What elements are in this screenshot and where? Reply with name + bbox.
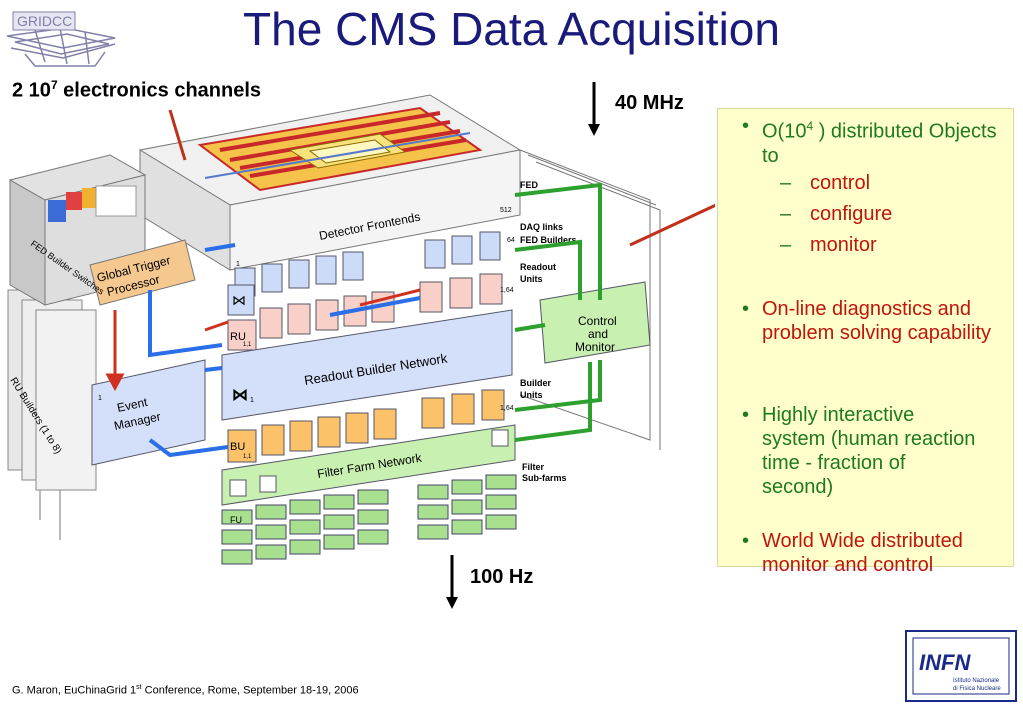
svg-text:FED: FED [520,180,539,190]
footer-citation: G. Maron, EuChinaGrid 1st Conference, Ro… [12,684,359,697]
control-wires [514,182,602,442]
svg-text:DAQ links: DAQ links [520,222,563,232]
fu-label: FU [230,515,242,525]
event-manager-block: Event Manager 1 [91,359,206,466]
panel-pointer [629,203,715,247]
svg-text:1: 1 [250,397,254,404]
svg-text:Units: Units [520,274,543,284]
svg-text:Readout: Readout [520,262,556,272]
sub-bullet-control: –control [780,172,871,194]
svg-text:⋈: ⋈ [232,292,246,308]
global-trigger-block: Global Trigger Processor FED Builder Swi… [8,154,196,306]
infn-logo: INFN Istituto Nazionale di Fisica Nuclea… [905,630,1017,702]
infn-logo-text: INFN [919,650,971,675]
svg-text:Sub-farms: Sub-farms [522,473,567,483]
filter-farm-network: Filter Farm Network [221,424,516,506]
svg-text:FED Builders: FED Builders [520,235,577,245]
svg-text:1,64: 1,64 [500,405,514,412]
detector-frontends-block: Detector Frontends 512 1 [138,94,522,271]
down-arrow-icon [446,555,458,609]
bullet-interactive: •Highly interactive system (human reacti… [742,404,976,498]
rate-in-label: 40 MHz [615,92,684,114]
trigger-wires [105,288,421,392]
daq-diagram: Detector Frontends 512 1 Global Trigger … [7,94,715,565]
ru-builder-panels [7,289,97,491]
channels-label: 2 107 electronics channels [12,78,262,102]
bu-label: BU [230,441,245,453]
svg-text:Builder: Builder [520,378,552,388]
svg-text:Filter: Filter [522,462,545,472]
page-title: The CMS Data Acquisition [243,3,780,55]
gridcc-logo-text: GRIDCC [17,13,72,29]
gridcc-logo: GRIDCC [6,11,116,67]
filter-units-grid [221,474,517,565]
data-wires [148,243,421,458]
sub-bullet-configure: –configure [780,203,893,225]
svg-text:Units: Units [520,390,543,400]
svg-text:di Fisica Nucleare: di Fisica Nucleare [953,686,1001,692]
bullet-worldwide: •World Wide distributed monitor and cont… [742,530,963,576]
channels-pointer [168,109,187,161]
svg-text:⋈: ⋈ [232,387,248,404]
rate-out-label: 100 Hz [470,566,534,588]
svg-text:Control: Control [578,314,617,328]
svg-text:1,64: 1,64 [500,287,514,294]
bullet-objects: •O(104 ) distributed Objects to [742,115,997,167]
builder-units-row [261,389,505,456]
sub-bullet-monitor: –monitor [780,234,877,256]
svg-text:1,1: 1,1 [243,454,252,460]
down-arrow-icon [588,82,600,136]
svg-text:Istituto Nazionale: Istituto Nazionale [953,678,1000,684]
control-monitor-block: Control and Monitor [539,281,651,364]
readout-builder-network: Readout Builder Network ⋈ 1 [221,309,513,421]
bullet-panel: •O(104 ) distributed Objects to –control… [717,108,1014,576]
bullet-diagnostics: •On-line diagnostics and problem solving… [742,298,992,344]
ru-label: RU [230,331,246,343]
svg-text:and: and [588,327,608,341]
svg-text:1: 1 [236,261,240,268]
svg-text:Monitor: Monitor [575,340,615,354]
svg-text:1,1: 1,1 [243,342,252,348]
event-manager-label-1: Event [116,395,150,415]
svg-text:1: 1 [98,395,102,402]
svg-text:64: 64 [507,237,515,244]
svg-text:512: 512 [500,207,512,214]
